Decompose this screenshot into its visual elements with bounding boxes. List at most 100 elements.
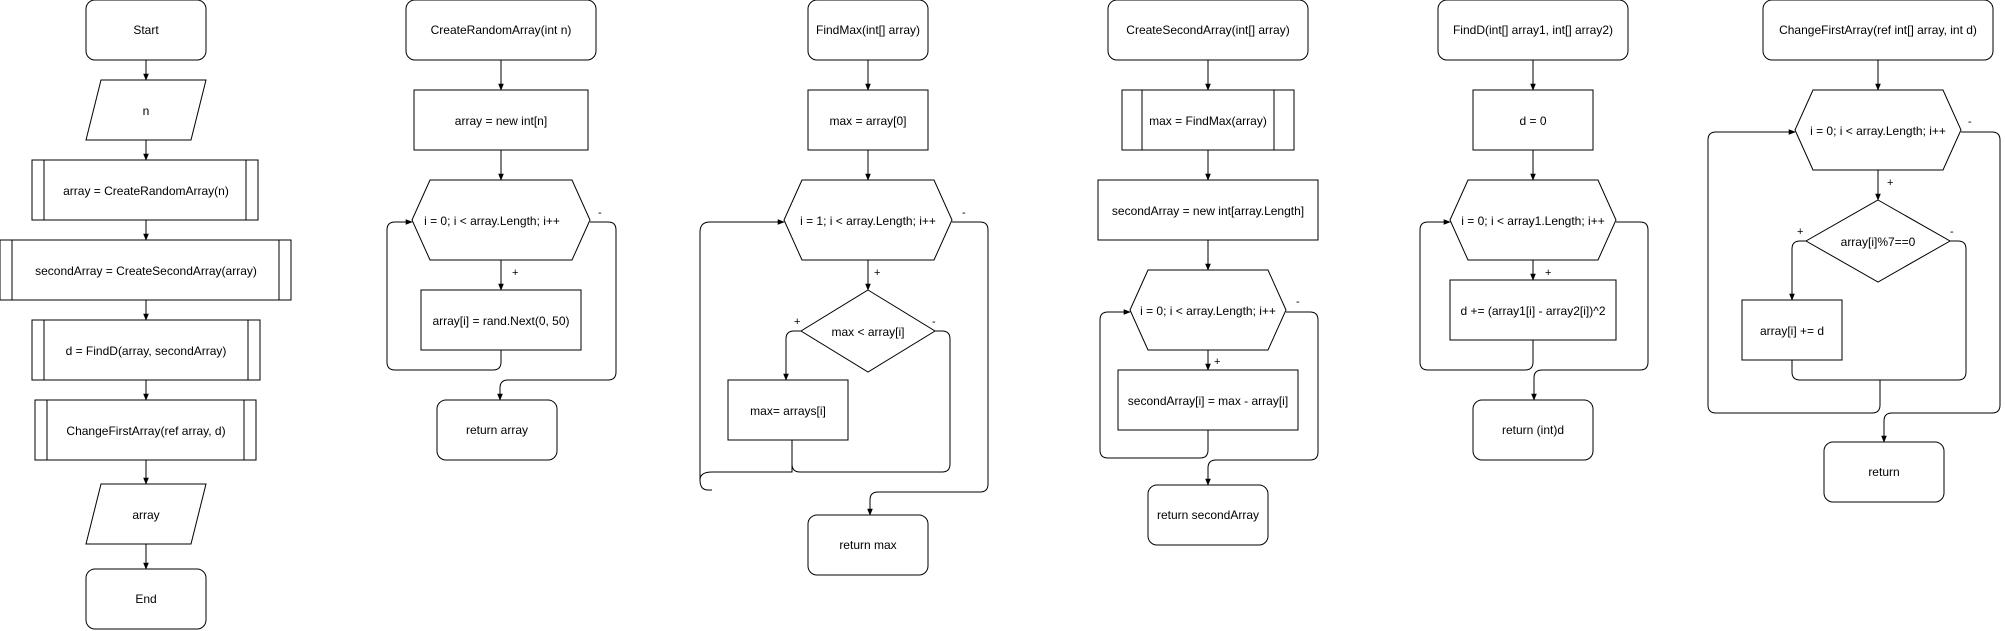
cra-edge-exit (497, 221, 617, 401)
csa-call-find-max-label: max = FindMax(array) (1149, 114, 1267, 128)
cfa-return-label: return (1868, 465, 1899, 479)
fd-init-node: d = 0 (1472, 89, 1594, 151)
cfa-condition-node: array[i]%7==0 (1804, 199, 1952, 283)
cra-init-label: array = new int[n] (455, 114, 547, 128)
cfa-header-label: ChangeFirstArray(ref int[] array, int d) (1779, 23, 1977, 37)
fd-header-label: FindD(int[] array1, int[] array2) (1453, 23, 1613, 37)
create-random-array-flowchart: CreateRandomArray(int n) array = new int… (386, 0, 617, 461)
fd-body-node: d += (array1[i] - array2[i])^2 (1449, 279, 1617, 341)
fd-edge-loopback (1419, 219, 1534, 371)
fd-plus-label: + (1545, 267, 1551, 279)
csa-header-label: CreateSecondArray(int[] array) (1126, 23, 1289, 37)
cfa-edge-false (1791, 240, 1967, 381)
fm-cond-plus-label: + (794, 316, 800, 328)
csa-body-node: secondArray[i] = max - array[i] (1117, 369, 1299, 431)
csa-return-node: return secondArray (1147, 484, 1269, 546)
fm-return-node: return max (807, 514, 929, 576)
csa-loop-node: i = 0; i < array.Length; i++ (1129, 269, 1287, 351)
cfa-cond-plus-label: + (1797, 226, 1803, 238)
csa-init-label: secondArray = new int[array.Length] (1112, 204, 1304, 218)
csa-header-node: CreateSecondArray(int[] array) (1107, 0, 1309, 61)
cra-init-node: array = new int[n] (413, 89, 589, 151)
cfa-header-node: ChangeFirstArray(ref int[] array, int d) (1762, 0, 1994, 61)
cfa-condition-label: array[i]%7==0 (1841, 235, 1916, 249)
cfa-body-node: array[i] += d (1741, 299, 1843, 361)
find-max-flowchart: FindMax(int[] array) max = array[0] i = … (699, 0, 989, 576)
main-flowchart: Start n array = CreateRandomArray(n) sec… (0, 0, 292, 630)
fm-condition-node: max < array[i] (800, 289, 936, 373)
main-find-d-node: d = FindD(array, secondArray) (31, 319, 261, 381)
csa-init-node: secondArray = new int[array.Length] (1097, 179, 1319, 241)
fm-minus-label: - (962, 207, 966, 219)
fd-edge-exit (1531, 221, 1649, 401)
main-input-n-label: n (143, 104, 150, 118)
fm-edge-exit (867, 221, 989, 516)
main-change-first-node: ChangeFirstArray(ref array, d) (34, 399, 257, 461)
create-second-array-flowchart: CreateSecondArray(int[] array) max = Fin… (1097, 0, 1319, 546)
fm-loop-label: i = 1; i < array.Length; i++ (800, 214, 936, 228)
fm-return-label: return max (839, 538, 896, 552)
cfa-loop-node: i = 0; i < array.Length; i++ (1794, 89, 1962, 171)
cra-return-label: return array (466, 423, 528, 437)
fd-loop-node: i = 0; i < array1.Length; i++ (1449, 179, 1617, 261)
fm-assign-node: max= arrays[i] (727, 379, 849, 441)
csa-edge-loopback (1099, 309, 1209, 459)
fd-body-label: d += (array1[i] - array2[i])^2 (1460, 304, 1605, 318)
cfa-cond-minus-label: - (1950, 226, 1954, 238)
fm-condition-label: max < array[i] (831, 325, 904, 339)
main-find-d-label: d = FindD(array, secondArray) (66, 344, 227, 358)
main-output-array-node: array (85, 483, 207, 545)
fm-plus-label: + (874, 267, 880, 279)
fd-return-node: return (int)d (1472, 399, 1594, 461)
main-create-random-node: array = CreateRandomArray(n) (31, 159, 259, 221)
cfa-loop-label: i = 0; i < array.Length; i++ (1810, 124, 1946, 138)
fm-header-node: FindMax(int[] array) (807, 0, 929, 61)
fd-init-label: d = 0 (1519, 114, 1546, 128)
csa-return-label: return secondArray (1157, 508, 1259, 522)
csa-call-find-max-node: max = FindMax(array) (1121, 89, 1295, 151)
main-create-random-label: array = CreateRandomArray(n) (63, 184, 229, 198)
cra-loop-label: i = 0; i < array.Length; i++ (424, 214, 560, 228)
fd-loop-label: i = 0; i < array1.Length; i++ (1461, 214, 1604, 228)
cra-loop-node: i = 0; i < array.Length; i++ (411, 179, 591, 261)
fm-edge-false (791, 330, 951, 473)
main-create-second-node: secondArray = CreateSecondArray(array) (0, 239, 292, 301)
cra-plus-label: + (512, 267, 518, 279)
main-input-n-node: n (85, 79, 207, 141)
cra-body-node: array[i] = rand.Next(0, 50) (420, 289, 582, 351)
cra-body-label: array[i] = rand.Next(0, 50) (432, 314, 569, 328)
main-end-label: End (135, 592, 156, 606)
cra-minus-label: - (598, 207, 602, 219)
csa-plus-label: + (1214, 356, 1220, 368)
cfa-body-label: array[i] += d (1760, 324, 1824, 338)
main-start-label: Start (133, 23, 159, 37)
cra-return-node: return array (436, 399, 558, 461)
fm-header-label: FindMax(int[] array) (816, 23, 920, 37)
fm-assign-label: max= arrays[i] (750, 404, 826, 418)
cfa-edge-true (1789, 240, 1806, 301)
cfa-return-node: return (1823, 441, 1945, 503)
csa-edge-exit (1205, 311, 1319, 486)
fm-edge-true (783, 330, 801, 381)
cra-edge-loopback (386, 219, 502, 371)
cra-header-node: CreateRandomArray(int n) (405, 0, 597, 61)
fm-init-label: max = array[0] (829, 114, 906, 128)
main-output-array-label: array (132, 508, 159, 522)
csa-body-label: secondArray[i] = max - array[i] (1128, 394, 1288, 408)
cfa-edge-loopback (1707, 129, 1881, 414)
fm-loop-node: i = 1; i < array.Length; i++ (783, 179, 953, 261)
main-change-first-label: ChangeFirstArray(ref array, d) (66, 424, 225, 438)
fm-init-node: max = array[0] (807, 89, 929, 151)
cfa-minus-label: - (1968, 116, 1972, 128)
main-end-node: End (85, 568, 207, 630)
fm-cond-minus-label: - (932, 316, 936, 328)
cfa-plus-label: + (1887, 177, 1893, 189)
change-first-array-flowchart: ChangeFirstArray(ref int[] array, int d)… (1707, 0, 2001, 503)
csa-loop-label: i = 0; i < array.Length; i++ (1140, 304, 1276, 318)
main-create-second-label: secondArray = CreateSecondArray(array) (35, 264, 257, 278)
fd-header-node: FindD(int[] array1, int[] array2) (1437, 0, 1629, 61)
cra-header-label: CreateRandomArray(int n) (431, 23, 572, 37)
main-start-node: Start (85, 0, 207, 61)
csa-minus-label: - (1296, 296, 1300, 308)
